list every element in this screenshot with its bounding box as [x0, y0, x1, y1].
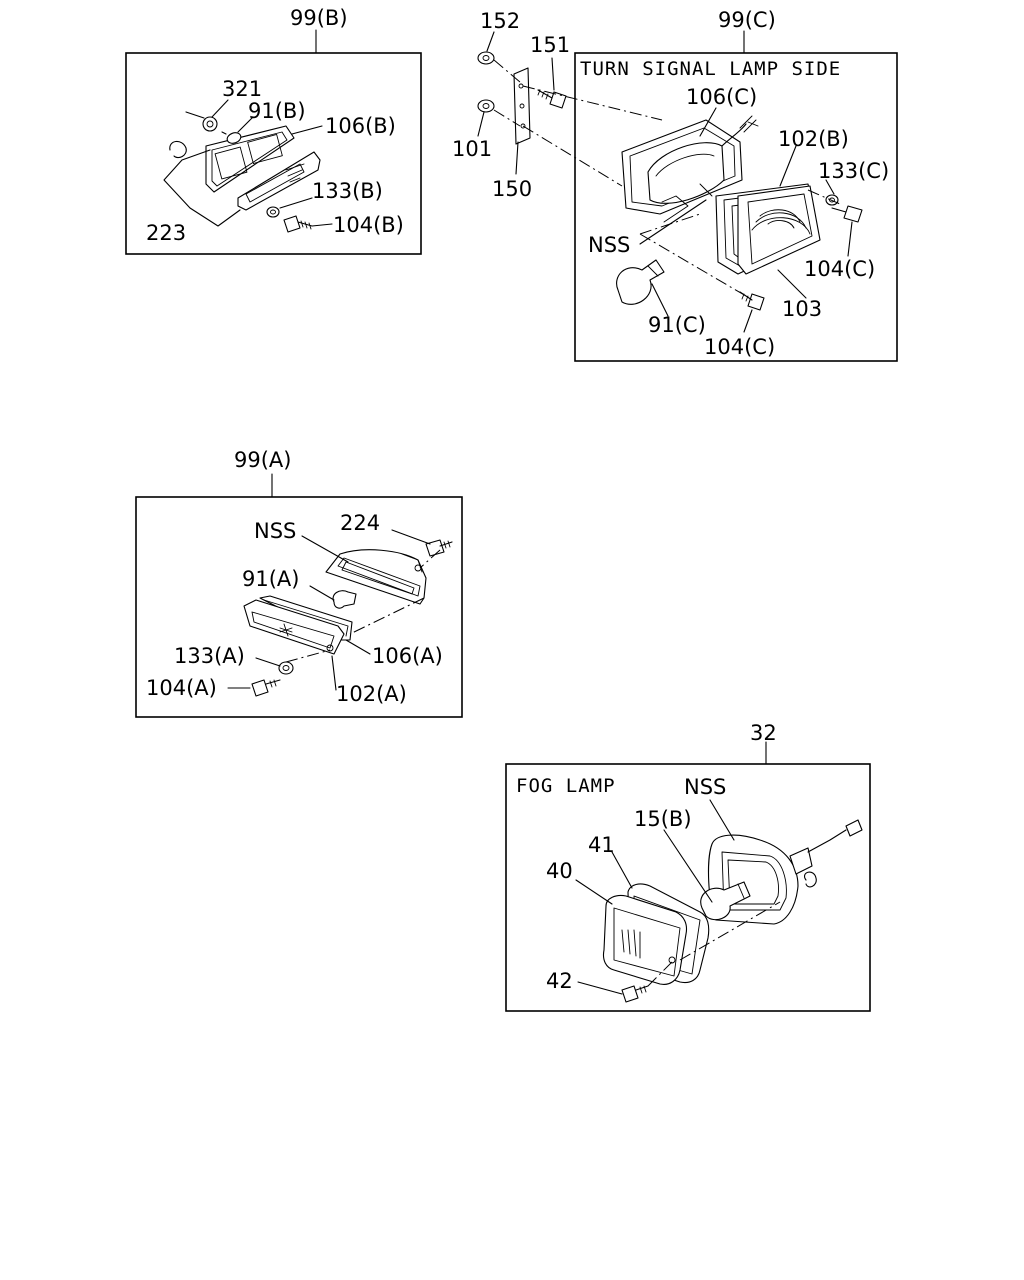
label-133c: 133(C): [818, 159, 889, 183]
label-133b: 133(B): [312, 179, 383, 203]
label-150: 150: [492, 177, 532, 201]
group-99a-label: 99(A): [234, 448, 291, 472]
part-106c-shape: [621, 119, 743, 223]
label-223: 223: [146, 221, 186, 245]
label-104b: 104(B): [333, 213, 404, 237]
part-106b-shape: [205, 125, 295, 193]
group-99a-frame: [135, 496, 463, 718]
label-101: 101: [452, 137, 492, 161]
part-133a-shape: [278, 661, 294, 675]
part-40-shape: [602, 894, 688, 985]
part-104a-shape: [251, 679, 281, 697]
part-152-shape: [477, 51, 521, 83]
label-104c-bottom: 104(C): [704, 335, 775, 359]
part-321-shape: [185, 111, 218, 132]
part-104c-right-shape: [831, 205, 863, 223]
label-151: 151: [530, 33, 570, 57]
label-91b: 91(B): [248, 99, 306, 123]
group-99b: 99(B): [125, 6, 422, 255]
label-91c: 91(C): [648, 313, 706, 337]
part-101-shape: [477, 99, 521, 127]
label-42: 42: [546, 969, 573, 993]
label-321: 321: [222, 77, 262, 101]
part-15b-shape: [700, 881, 751, 921]
label-104a: 104(A): [146, 676, 217, 700]
group-99c: 99(C) TURN SIGNAL LAMP SIDE: [522, 8, 898, 362]
part-lens-b-shape: [237, 151, 321, 211]
part-42-shape: [621, 985, 649, 1003]
label-40: 40: [546, 859, 573, 883]
group-99b-label: 99(B): [290, 6, 348, 30]
group-bracket: 152 151 101 150: [452, 9, 570, 201]
label-91a: 91(A): [242, 567, 299, 591]
label-nss-fog: NSS: [684, 775, 726, 799]
part-wire-c: [721, 123, 747, 147]
label-106a: 106(A): [372, 644, 443, 668]
part-104b-shape: [283, 215, 313, 233]
part-224-shape: [425, 539, 453, 557]
group-99b-frame: [125, 52, 422, 255]
part-91a-shape: [332, 590, 357, 609]
label-102a: 102(A): [336, 682, 407, 706]
part-133b-shape: [266, 206, 280, 218]
part-151-shape: [537, 89, 567, 109]
label-104c-right: 104(C): [804, 257, 875, 281]
part-102a-shape: [243, 599, 345, 655]
label-152: 152: [480, 9, 520, 33]
label-133a: 133(A): [174, 644, 245, 668]
part-wire-fog: [807, 829, 847, 853]
label-106c: 106(C): [686, 85, 757, 109]
part-91c-shape: [616, 259, 665, 305]
label-nss-a: NSS: [254, 519, 296, 543]
label-nss-c: NSS: [588, 233, 630, 257]
group-99c-frame: [574, 52, 898, 362]
label-106b: 106(B): [325, 114, 396, 138]
part-103-shape: [737, 185, 821, 275]
group-32-fog: 32 FOG LAMP: [505, 721, 871, 1012]
group-32-label: 32: [750, 721, 777, 745]
label-224: 224: [340, 511, 380, 535]
label-103: 103: [782, 297, 822, 321]
label-41: 41: [588, 833, 615, 857]
group-32-title: FOG LAMP: [516, 775, 616, 797]
part-91b-shape: [221, 131, 242, 144]
group-32-frame: [505, 763, 871, 1012]
label-15b: 15(B): [634, 807, 692, 831]
group-99a: 99(A): [135, 448, 463, 718]
part-223-shape: [169, 140, 187, 159]
group-99c-title: TURN SIGNAL LAMP SIDE: [580, 58, 841, 80]
label-102b: 102(B): [778, 127, 849, 151]
group-99c-label: 99(C): [718, 8, 776, 32]
